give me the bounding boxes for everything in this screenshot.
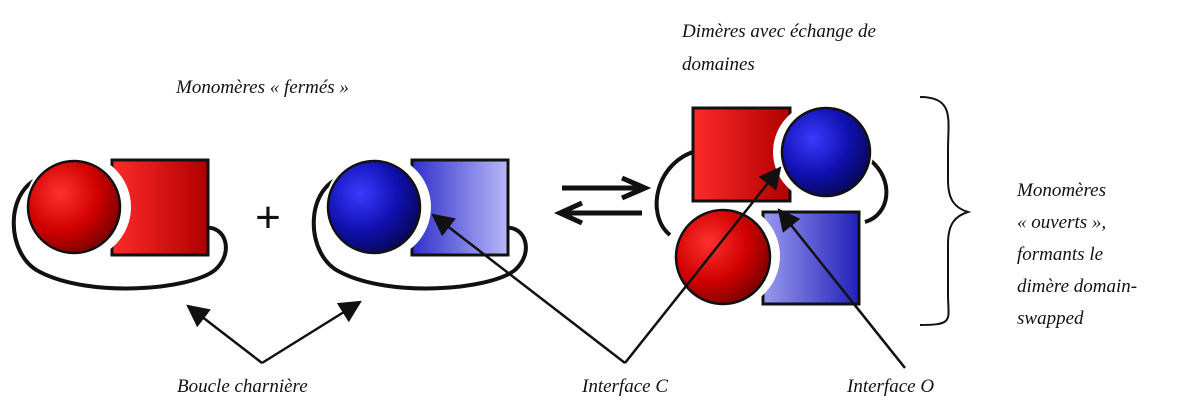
right-curly-brace-icon: [919, 96, 972, 326]
open-monomers-line4: dimère domain-: [1017, 276, 1138, 297]
interface-o-label: Interface O: [847, 376, 935, 397]
interface-c-arrow-left: [431, 213, 626, 364]
hinge-loop-label: Boucle charnière: [177, 376, 308, 397]
double-arrow-equilibrium-icon: [553, 175, 652, 226]
dimers-title-line1: Dimères avec échange de: [682, 21, 876, 42]
closed-monomer-blue: [311, 154, 528, 291]
hinge-loop-blue: [311, 176, 528, 291]
hinge-arrow-left: [186, 304, 263, 364]
interface-c-label: Interface C: [582, 376, 669, 397]
pointer-arrows: [186, 166, 906, 369]
interface-c-arrow-right: [624, 166, 782, 364]
dimer-red-sphere-domain: [674, 208, 772, 306]
plus-sign: +: [255, 193, 281, 242]
blue-sphere-domain: [326, 159, 422, 255]
open-monomers-line1: Monomères: [1017, 180, 1106, 201]
dimer-hinge-loop-right: [864, 158, 889, 224]
open-monomers-line5: swapped: [1017, 308, 1084, 329]
red-sphere-domain: [26, 159, 122, 255]
dimers-title-line2: domaines: [682, 54, 755, 75]
open-monomers-line2: « ouverts »,: [1017, 212, 1107, 233]
dimer-blue-sphere-domain: [780, 106, 872, 198]
domain-swapped-dimer: [654, 102, 889, 309]
red-square-domain: [110, 158, 210, 257]
closed-monomers-label: Monomères « fermés »: [176, 77, 349, 98]
hinge-loop-red: [11, 176, 228, 291]
interface-o-arrow: [777, 208, 906, 369]
hinge-arrow-right: [261, 300, 362, 365]
closed-monomer-red: [11, 154, 228, 291]
open-monomers-line3: formants le: [1017, 244, 1104, 265]
dimer-hinge-loop-left: [654, 148, 701, 237]
